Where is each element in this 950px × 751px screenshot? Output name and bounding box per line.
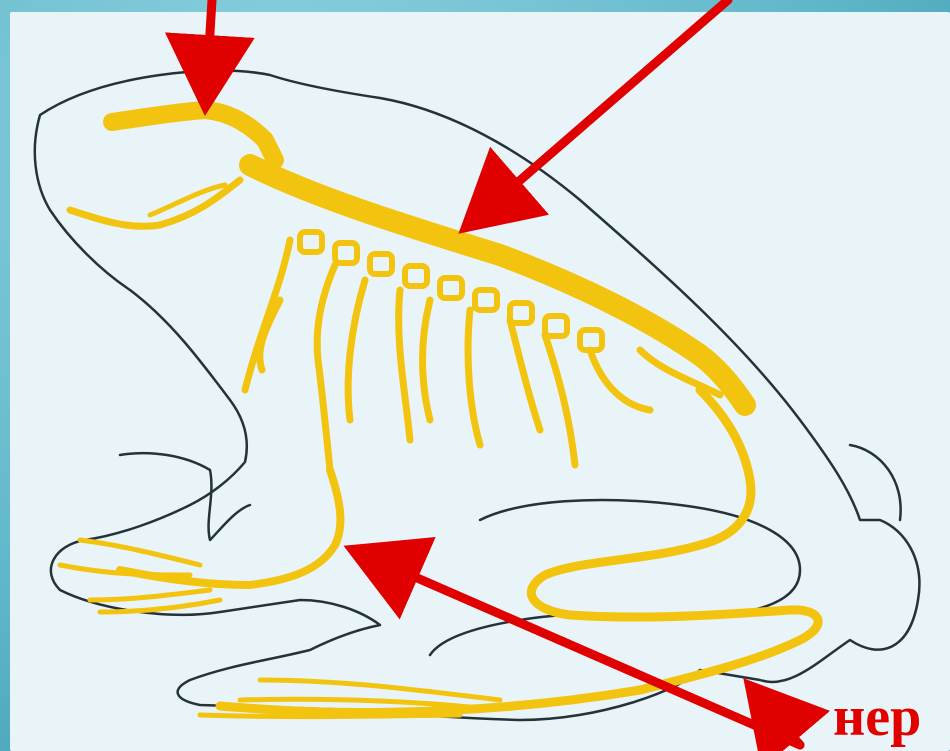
- frog-head-body-outline: [35, 70, 920, 720]
- front-foot-nerves: [60, 540, 220, 612]
- frog-outline: [35, 70, 920, 720]
- brain: [112, 110, 275, 160]
- brachial-nerve: [120, 470, 340, 585]
- arrow-spinal-cord: [472, 0, 728, 222]
- frog-knee-outline: [850, 445, 901, 520]
- spinal-nerves: [245, 240, 720, 470]
- nervous-system: [60, 110, 818, 717]
- arrow-brain: [206, 0, 212, 98]
- sciatic-nerve: [220, 390, 818, 713]
- nerves-label: нер: [833, 683, 921, 751]
